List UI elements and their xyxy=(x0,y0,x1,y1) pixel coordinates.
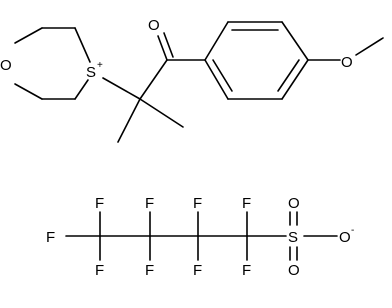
morpholinium-ring xyxy=(14,27,91,100)
cation: O S + O O xyxy=(0,17,384,143)
sulfonate-oxygen-label: O xyxy=(288,195,300,212)
bond-s-c3 xyxy=(74,79,89,100)
ring-oxygen-label: O xyxy=(0,57,12,74)
bond-carbonyl-o-1 xyxy=(157,35,168,61)
fluorine-label: F xyxy=(193,195,202,212)
ring-inner-bond-2 xyxy=(277,59,300,92)
fluorine-label: F xyxy=(46,229,55,246)
bond-cq-methyl-2 xyxy=(139,98,184,128)
fluorine-label: F xyxy=(193,262,202,279)
sulfonate-sulfur-label: S xyxy=(288,229,298,246)
anion: F F F F F F F F F S O O O - xyxy=(46,195,354,279)
ring-inner-bond-3 xyxy=(212,59,233,92)
fluorine-label: F xyxy=(145,195,154,212)
benzene-ring xyxy=(204,21,309,100)
sulfonate-oxygen-label: O xyxy=(339,229,351,246)
bond-o-c1 xyxy=(14,27,43,44)
bond-cq-methyl-1 xyxy=(117,98,141,143)
fluorine-label: F xyxy=(95,195,104,212)
sulfonium-charge: + xyxy=(97,60,103,71)
bond-c4-o xyxy=(14,83,43,100)
fluorine-label: F xyxy=(95,262,104,279)
ring-bond-4 xyxy=(281,59,309,100)
fluorine-label: F xyxy=(145,262,154,279)
methoxy-oxygen-label: O xyxy=(341,54,353,71)
bond-cq-carbonyl xyxy=(139,59,168,100)
fluorine-label: F xyxy=(242,262,251,279)
ring-bond-3 xyxy=(281,21,309,61)
sulfonium-label: S xyxy=(86,64,96,81)
bond-c2-s xyxy=(74,27,91,63)
bond-carbonyl-o-2 xyxy=(163,32,174,58)
ring-bond-1 xyxy=(204,21,229,61)
fluorine-label: F xyxy=(242,195,251,212)
bond-omethoxy-methyl xyxy=(355,37,384,56)
ring-bond-6 xyxy=(204,59,229,100)
carbonyl-oxygen-label: O xyxy=(148,17,160,34)
sulfonate-charge: - xyxy=(351,225,354,236)
sulfonate-oxygen-label: O xyxy=(288,262,300,279)
bond-s-cq xyxy=(102,77,141,100)
